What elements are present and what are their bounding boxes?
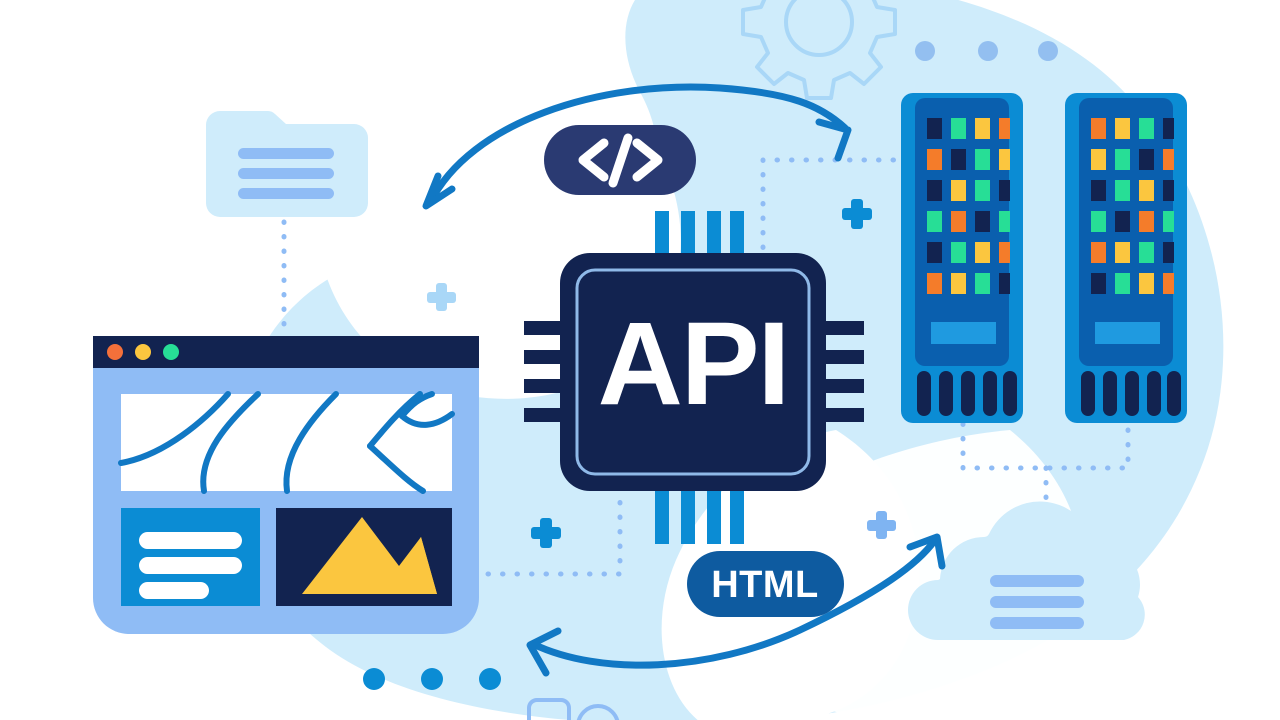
folder-icon[interactable] <box>206 111 368 217</box>
cloud-line-3 <box>990 617 1084 629</box>
traffic-light-minimize[interactable] <box>135 344 151 360</box>
decor-plus-1 <box>427 283 456 311</box>
chip-inner-border <box>575 268 811 476</box>
chip-label: API <box>598 298 789 430</box>
browser-mockup[interactable] <box>93 336 479 634</box>
browser-image-card <box>276 508 452 606</box>
arrow-top-head-left <box>422 172 456 210</box>
arrow-top-bidirectional <box>426 83 849 207</box>
decor-plus-4 <box>867 511 896 539</box>
cloud-line-2 <box>990 596 1084 608</box>
server-rack-left-slot <box>931 322 996 344</box>
server-rack-right-slot <box>1095 322 1160 344</box>
browser-titlebar <box>93 336 479 368</box>
server-rack-right[interactable] <box>1065 93 1187 423</box>
code-badge-glyph <box>578 133 663 188</box>
folder-line-2 <box>238 168 334 179</box>
arrow-bottom-head-left <box>526 627 562 677</box>
decor-dots-bottom-left <box>363 668 501 690</box>
server-rack-left-leds <box>927 118 1010 294</box>
server-rack-left-vents <box>917 371 1017 416</box>
cloud-line-1 <box>990 575 1084 587</box>
html-badge[interactable]: HTML <box>687 551 844 617</box>
traffic-light-close[interactable] <box>107 344 123 360</box>
decor-plus-2 <box>842 199 872 229</box>
cloud-icon[interactable] <box>908 501 1145 640</box>
traffic-light-maximize[interactable] <box>163 344 179 360</box>
connector-chip-to-browser <box>480 485 623 577</box>
decor-outline-shapes <box>527 698 620 720</box>
connector-chip-to-servers <box>760 157 907 265</box>
server-rack-right-leds <box>1091 118 1174 294</box>
folder-line-3 <box>238 188 334 199</box>
html-badge-label: HTML <box>711 564 819 606</box>
decor-plus-3 <box>531 518 561 548</box>
chip-pins-bottom <box>655 486 744 544</box>
browser-text-card <box>121 508 260 606</box>
arrow-bottom-head-right <box>906 533 946 570</box>
connector-servers-to-cloud <box>960 421 1131 471</box>
chip-body[interactable] <box>560 253 826 491</box>
server-rack-left[interactable] <box>901 93 1023 423</box>
arrow-top-head-right <box>815 118 852 162</box>
server-rack-right-vents <box>1081 371 1181 416</box>
arrow-bottom-bidirectional <box>529 536 939 669</box>
decor-dots-top-right <box>915 41 1058 61</box>
gear-icon <box>741 0 897 100</box>
folder-line-1 <box>238 148 334 159</box>
api-chip[interactable]: API <box>524 211 864 544</box>
code-badge[interactable]: </> <box>544 125 696 195</box>
browser-hero-panel <box>118 391 455 494</box>
